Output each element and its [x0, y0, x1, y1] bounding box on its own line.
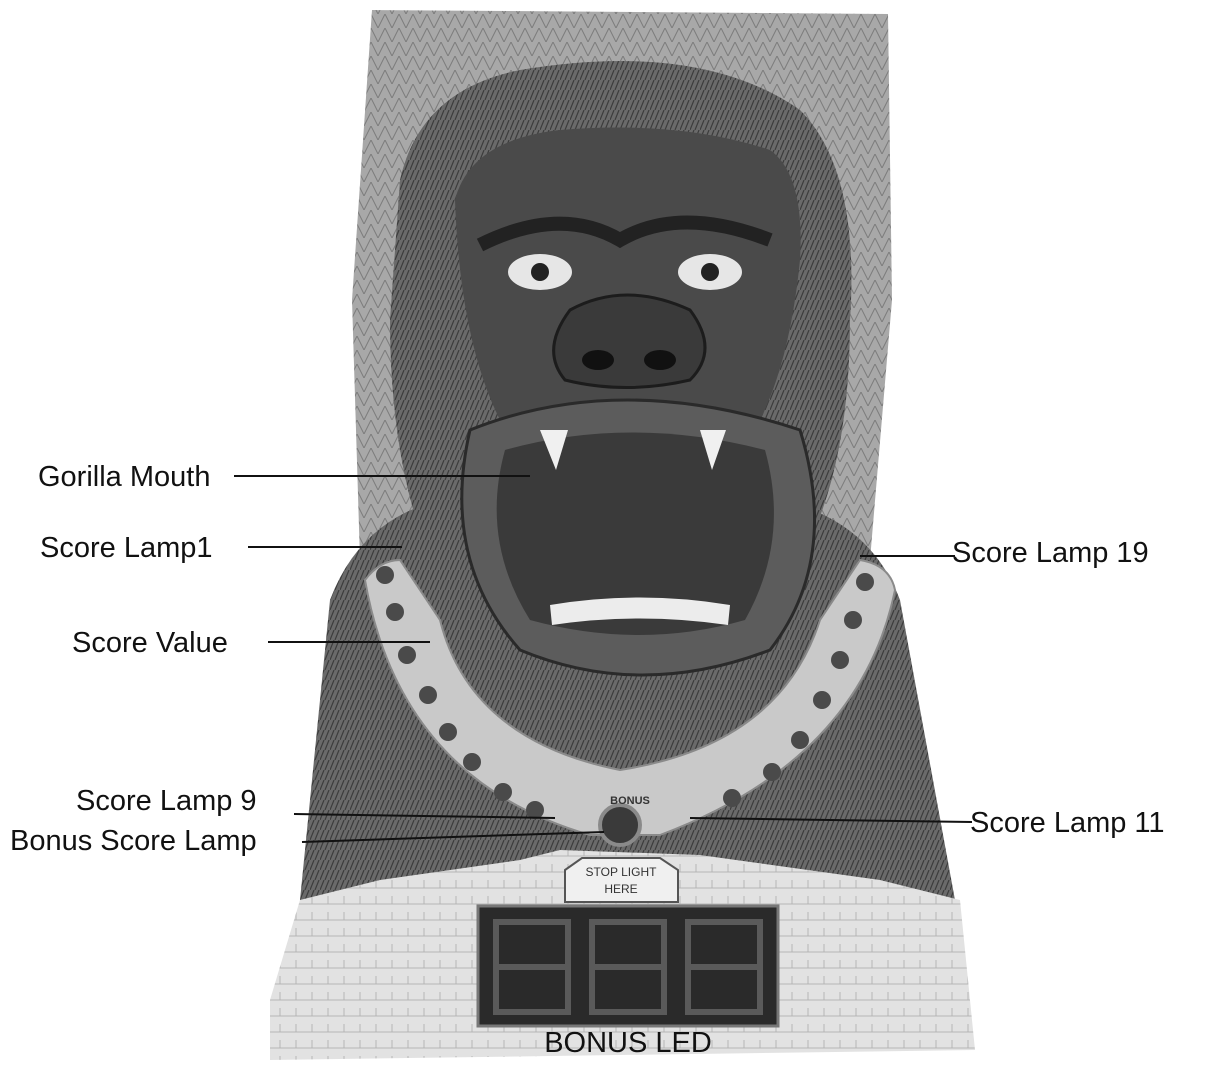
label-bonus-led: BONUS LED: [544, 1027, 712, 1059]
stop-light-sign-line1: STOP LIGHT: [586, 865, 658, 879]
bonus-score-lamp: [600, 805, 640, 845]
label-score-value: Score Value: [72, 627, 228, 659]
label-score-lamp-11: Score Lamp 11: [970, 807, 1165, 839]
score-lamp: [494, 783, 512, 801]
score-lamp: [723, 789, 741, 807]
score-lamp: [763, 763, 781, 781]
bonus-emblem-text: BONUS: [610, 795, 650, 807]
label-score-lamp-9: Score Lamp 9: [76, 785, 257, 817]
stop-light-sign-line2: HERE: [604, 882, 637, 896]
score-lamp: [526, 801, 544, 819]
score-lamp: [419, 686, 437, 704]
label-score-lamp-1: Score Lamp1: [40, 532, 213, 564]
score-lamp: [856, 573, 874, 591]
score-lamp: [813, 691, 831, 709]
gorilla-nose: [554, 295, 705, 388]
score-lamp: [791, 731, 809, 749]
label-score-lamp-19: Score Lamp 19: [952, 537, 1149, 569]
label-gorilla-mouth: Gorilla Mouth: [38, 461, 210, 493]
score-lamp: [439, 723, 457, 741]
score-lamp: [844, 611, 862, 629]
score-lamp: [386, 603, 404, 621]
score-lamp: [831, 651, 849, 669]
score-lamp: [376, 566, 394, 584]
label-bonus-score-lamp: Bonus Score Lamp: [10, 825, 257, 857]
score-lamp: [398, 646, 416, 664]
score-lamp: [463, 753, 481, 771]
